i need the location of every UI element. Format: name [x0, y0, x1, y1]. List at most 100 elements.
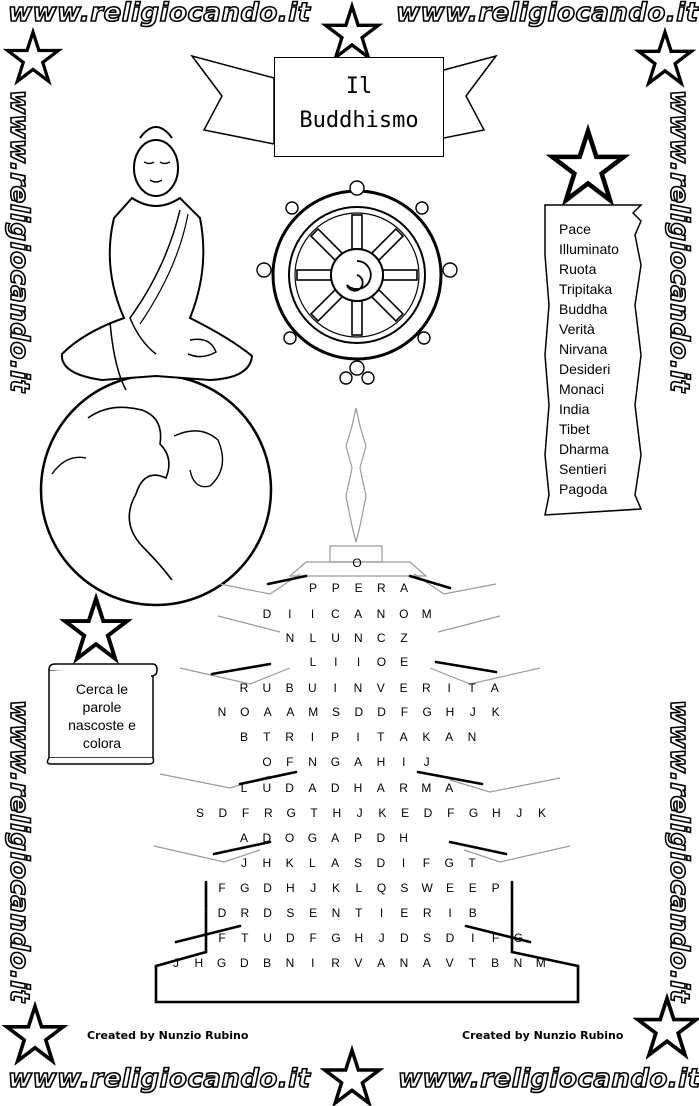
- grid-letter: D: [240, 956, 249, 970]
- grid-letter: I: [471, 931, 475, 945]
- grid-letter: A: [239, 831, 248, 845]
- grid-letter: F: [422, 856, 431, 870]
- watermark-top-left: www.religiocando.it: [7, 0, 311, 29]
- instruction-line: parole: [82, 699, 122, 715]
- grid-letter: A: [263, 705, 272, 719]
- grid-letter: E: [468, 881, 477, 895]
- grid-letter: B: [285, 681, 294, 695]
- star-icon: [319, 1044, 385, 1106]
- word-list-item: Ruota: [559, 261, 597, 277]
- dharma-wheel-icon: [256, 180, 458, 385]
- grid-letter: F: [447, 806, 455, 820]
- grid-letter: A: [376, 781, 385, 795]
- word-list-item: Illuminato: [559, 241, 619, 257]
- instruction-line: colora: [82, 735, 122, 751]
- watermark-bottom-right: www.religiocando.it: [397, 1063, 699, 1095]
- grid-letter: H: [354, 931, 364, 945]
- grid-letter: D: [423, 806, 433, 820]
- grid-letter: U: [331, 631, 340, 645]
- grid-letter: L: [309, 655, 317, 669]
- grid-letter: E: [354, 581, 363, 595]
- instructions-scroll-icon: [46, 663, 158, 765]
- grid-letter: M: [421, 607, 432, 621]
- grid-letter: S: [423, 931, 432, 945]
- word-list-item: Tripitaka: [559, 281, 613, 297]
- word-list-item: Tibet: [559, 421, 590, 437]
- grid-letter: I: [356, 730, 360, 744]
- star-icon: [1, 1000, 69, 1066]
- watermark-right-lower: www.religiocando.it: [663, 699, 695, 1003]
- grid-letter: B: [468, 906, 477, 920]
- grid-letter: R: [331, 956, 340, 970]
- grid-letter: D: [262, 607, 272, 621]
- star-icon: [545, 123, 631, 207]
- grid-letter: A: [308, 781, 317, 795]
- word-list-item: Monaci: [559, 381, 605, 397]
- grid-letter: K: [537, 806, 546, 820]
- grid-letter: J: [378, 931, 385, 945]
- grid-letter: G: [216, 956, 227, 970]
- grid-letter: N: [354, 631, 363, 645]
- grid-letter: A: [445, 730, 454, 744]
- grid-letter: G: [307, 831, 318, 845]
- star-icon: [632, 992, 699, 1060]
- grid-letter: O: [376, 655, 387, 669]
- grid-letter: A: [354, 755, 363, 769]
- grid-letter: L: [309, 856, 316, 870]
- grid-letter: Q: [376, 881, 387, 895]
- grid-letter: I: [311, 956, 315, 970]
- grid-letter: A: [422, 956, 431, 970]
- grid-letter: F: [491, 931, 500, 945]
- instruction-line: Cerca le: [75, 681, 129, 697]
- grid-letter: O: [284, 831, 295, 845]
- grid-letter: P: [308, 581, 317, 595]
- grid-letter: I: [288, 607, 292, 621]
- grid-letter: F: [309, 931, 317, 945]
- grid-letter: I: [356, 655, 361, 669]
- grid-letter: B: [263, 956, 272, 970]
- grid-letter: D: [376, 856, 386, 870]
- grid-letter: K: [378, 806, 387, 820]
- grid-letter: D: [400, 931, 409, 945]
- grid-letter: D: [262, 831, 272, 845]
- grid-letter: S: [195, 806, 204, 820]
- grid-letter: D: [263, 906, 272, 920]
- credit-right: Created by Nunzio Rubino: [462, 1029, 624, 1042]
- grid-letter: C: [331, 607, 340, 621]
- watermark-left-lower: www.religiocando.it: [3, 699, 35, 1003]
- grid-letter: N: [331, 906, 341, 920]
- grid-letter: O: [240, 705, 250, 719]
- grid-letter: T: [468, 856, 476, 870]
- grid-letter: T: [377, 730, 385, 744]
- word-list-item: Verità: [559, 321, 595, 337]
- star-icon: [320, 0, 384, 62]
- grid-letter: D: [354, 705, 364, 719]
- grid-letter: G: [331, 931, 341, 945]
- grid-letter: T: [263, 730, 271, 744]
- grid-letter: P: [331, 730, 340, 744]
- instruction-line: nascoste e: [68, 717, 136, 733]
- grid-letter: O: [399, 607, 409, 621]
- word-list-scroll-icon: [544, 204, 643, 516]
- grid-letter: N: [467, 730, 477, 744]
- grid-letter: N: [285, 956, 295, 970]
- grid-letter: N: [217, 705, 227, 719]
- grid-letter: H: [492, 806, 501, 820]
- grid-letter: E: [399, 681, 408, 695]
- grid-letter: D: [330, 781, 340, 795]
- word-list-item: Desideri: [559, 361, 611, 377]
- grid-letter: J: [356, 806, 363, 820]
- grid-letter: W: [421, 881, 433, 895]
- grid-letter: G: [330, 755, 341, 769]
- grid-letter: I: [310, 730, 315, 744]
- grid-letter: M: [535, 956, 546, 970]
- grid-letter: D: [377, 705, 386, 719]
- grid-letter: K: [422, 730, 431, 744]
- grid-letter: A: [331, 831, 340, 845]
- grid-letter: D: [445, 931, 455, 945]
- grid-letter: H: [445, 705, 455, 719]
- grid-letter: I: [447, 681, 451, 695]
- grid-letter: J: [241, 856, 247, 870]
- grid-letter: S: [353, 856, 362, 870]
- grid-letter: E: [400, 655, 409, 669]
